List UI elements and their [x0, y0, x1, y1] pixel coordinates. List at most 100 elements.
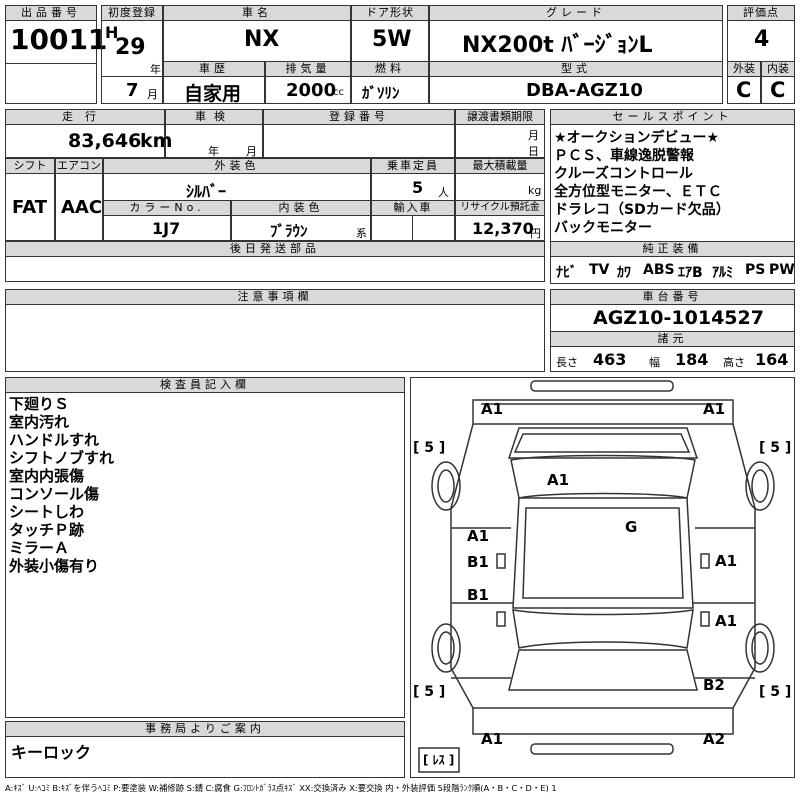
transfer-cell: 月 日	[455, 124, 545, 158]
model-label: 型式	[429, 61, 723, 77]
transfer-label: 譲渡書類期限	[455, 109, 545, 125]
first-reg-cell: H 29 年	[101, 20, 163, 77]
grade: NX200t ﾊﾞｰｼﾞｮﾝL	[462, 33, 653, 58]
door-cell: 5W	[351, 20, 429, 62]
colorno-label: カラーNo.	[103, 200, 231, 216]
length-label: 長さ	[556, 356, 578, 369]
legend: A:ｷｽﾞ U:ﾍｺﾐ B:ｷｽﾞを伴うﾍｺﾐ P:要塗装 W:補修跡 S:錆 …	[5, 783, 557, 793]
capacity-unit: 人	[438, 186, 449, 199]
later-parts-label: 後日発送部品	[5, 241, 545, 257]
inspector-line: シートしわ	[9, 503, 85, 521]
notes-cell	[5, 304, 545, 372]
exterior-grade: C	[736, 78, 752, 102]
load-label: 最大積載量	[455, 158, 545, 174]
tire-tread-fl: [ 5 ]	[413, 440, 446, 456]
lot-no-label: 出品番号	[5, 5, 97, 21]
height-value: 164	[755, 350, 789, 369]
office-cell: キーロック	[5, 736, 405, 778]
load-cell: kg	[455, 173, 545, 201]
inspection-cell: 年 月	[165, 124, 263, 158]
exterior-cell: C	[727, 76, 761, 104]
later-parts-cell	[5, 256, 545, 282]
inspector-label: 検査員記入欄	[5, 377, 405, 393]
damage-diagram: A1 A1 A1 G A1 B1 B1 A1 A1 B2 A1 A2 [ 5 ]…	[410, 377, 795, 778]
sales-line: ドラレコ（SDカード欠品）	[554, 202, 730, 218]
sales-line: ＰＣＳ、車線逸脱警報	[554, 148, 694, 164]
inspection-label: 車検	[165, 109, 263, 125]
car-outline-diagram	[418, 380, 775, 773]
displacement: 2000	[286, 80, 337, 101]
score-label: 評価点	[727, 5, 795, 21]
inspector-line: 室内汚れ	[9, 413, 70, 431]
recycle-fee: 12,370	[472, 219, 534, 238]
import-label: 輸入車	[371, 200, 455, 216]
capacity-cell: 5 人	[371, 173, 455, 201]
width-value: 184	[675, 350, 709, 369]
color-number: 1J7	[152, 219, 181, 238]
lot-no-empty	[5, 63, 97, 104]
load-unit: kg	[528, 184, 542, 197]
equip-item: ｴｱB	[678, 265, 703, 281]
grade-label: グレード	[429, 5, 723, 21]
history-cell: 自家用	[163, 76, 265, 105]
name-cell: NX	[163, 20, 351, 62]
inspector-line: 室内内張傷	[9, 467, 85, 485]
chassis-number: AGZ10-1014527	[593, 307, 764, 329]
height-label: 高さ	[723, 356, 745, 369]
equip-item: ｶﾜ	[617, 265, 631, 281]
tire-tread-fr: [ 5 ]	[759, 440, 792, 456]
color-label: 外装色	[103, 158, 371, 174]
sales-line: バックモニター	[554, 220, 652, 236]
office-text: キーロック	[11, 743, 92, 762]
inspector-line: 外装小傷有り	[9, 557, 100, 575]
int-color-cell: ﾌﾞﾗｳﾝ 系	[231, 215, 371, 241]
equip-item: TV	[589, 262, 610, 278]
sales-line: ★オークションデビュー★	[554, 130, 720, 146]
damage-mark: A1	[547, 471, 570, 489]
shift: FAT	[12, 197, 48, 218]
insp-month-unit: 月	[246, 145, 257, 158]
import-cell	[371, 215, 455, 241]
exterior-label: 外装	[727, 61, 761, 77]
chassis-label: 車台番号	[550, 289, 795, 305]
width-label: 幅	[649, 356, 660, 369]
transfer-day-unit: 日	[528, 145, 539, 158]
displacement-unit: cc	[333, 87, 344, 98]
recycle-label: リサイクル預託金	[455, 200, 545, 216]
lot-no-cell: 10011	[5, 20, 107, 64]
damage-mark: A2	[703, 730, 726, 748]
month-unit: 月	[147, 88, 158, 101]
mileage-cell: 83,646 km	[5, 124, 172, 158]
inspector-line: ミラーＡ	[9, 539, 70, 557]
model: DBA-AGZ10	[526, 80, 643, 101]
sales-label: セールスポイント	[550, 109, 795, 125]
int-color-label: 内装色	[231, 200, 371, 216]
mileage-unit: km	[140, 130, 173, 152]
interior-grade: C	[770, 78, 786, 102]
displacement-cell: 2000 cc	[265, 76, 351, 104]
length-value: 463	[593, 350, 627, 369]
door-label: ドア形状	[351, 5, 429, 21]
damage-mark: A1	[481, 730, 504, 748]
damage-mark: G	[625, 518, 638, 536]
capacity-label: 乗車定員	[371, 158, 455, 174]
score-cell: 4	[727, 20, 795, 62]
inspector-line: ハンドルすれ	[9, 431, 100, 449]
damage-mark: A1	[715, 612, 738, 630]
regno-label: 登録番号	[263, 109, 455, 125]
first-reg-label: 初度登録	[101, 5, 163, 21]
interior-cell: C	[761, 76, 795, 104]
lot-number: 10011	[10, 23, 108, 56]
sales-cell: ★オークションデビュー★ ＰＣＳ、車線逸脱警報 クルーズコントロール 全方位型モ…	[550, 124, 795, 242]
vehicle-name: NX	[244, 27, 280, 52]
interior-color: ﾌﾞﾗｳﾝ	[270, 222, 308, 240]
shift-cell: FAT	[5, 173, 55, 241]
shift-label: シフト	[5, 158, 55, 174]
reg-year: 29	[115, 35, 146, 60]
transfer-month-unit: 月	[528, 129, 539, 142]
year-unit: 年	[150, 63, 161, 76]
era: H	[105, 23, 119, 42]
recycle-unit: 円	[530, 227, 541, 240]
inspector-line: 下廻りＳ	[9, 395, 70, 413]
damage-mark: B1	[467, 553, 489, 571]
